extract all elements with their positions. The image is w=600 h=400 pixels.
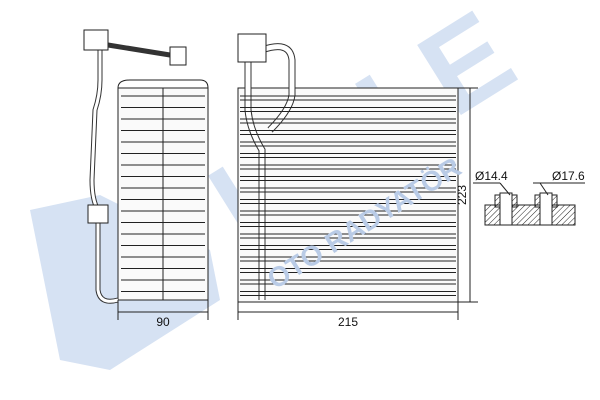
- port-large: [539, 192, 553, 226]
- front-flange: [237, 33, 267, 63]
- side-nut: [169, 46, 187, 66]
- fitting-section: [473, 182, 585, 226]
- port-small: [499, 192, 513, 226]
- side-pipe-inner: [90, 40, 119, 303]
- side-tank-top: [117, 79, 209, 89]
- side-pipe-top: [107, 42, 171, 58]
- section-body: [484, 204, 576, 226]
- side-view: [83, 29, 209, 304]
- small-diameter-label: Ø14.4: [475, 169, 508, 183]
- side-fitting-mid: [87, 204, 109, 224]
- depth-label: 90: [156, 315, 170, 329]
- height-label: 223: [455, 185, 469, 205]
- side-fitting-top: [83, 29, 109, 51]
- front-pipe-2-inner: [261, 44, 295, 132]
- large-diameter-label: Ø17.6: [552, 169, 585, 183]
- width-label: 215: [338, 315, 358, 329]
- dimension-lines: [117, 87, 478, 320]
- fins: [121, 95, 456, 296]
